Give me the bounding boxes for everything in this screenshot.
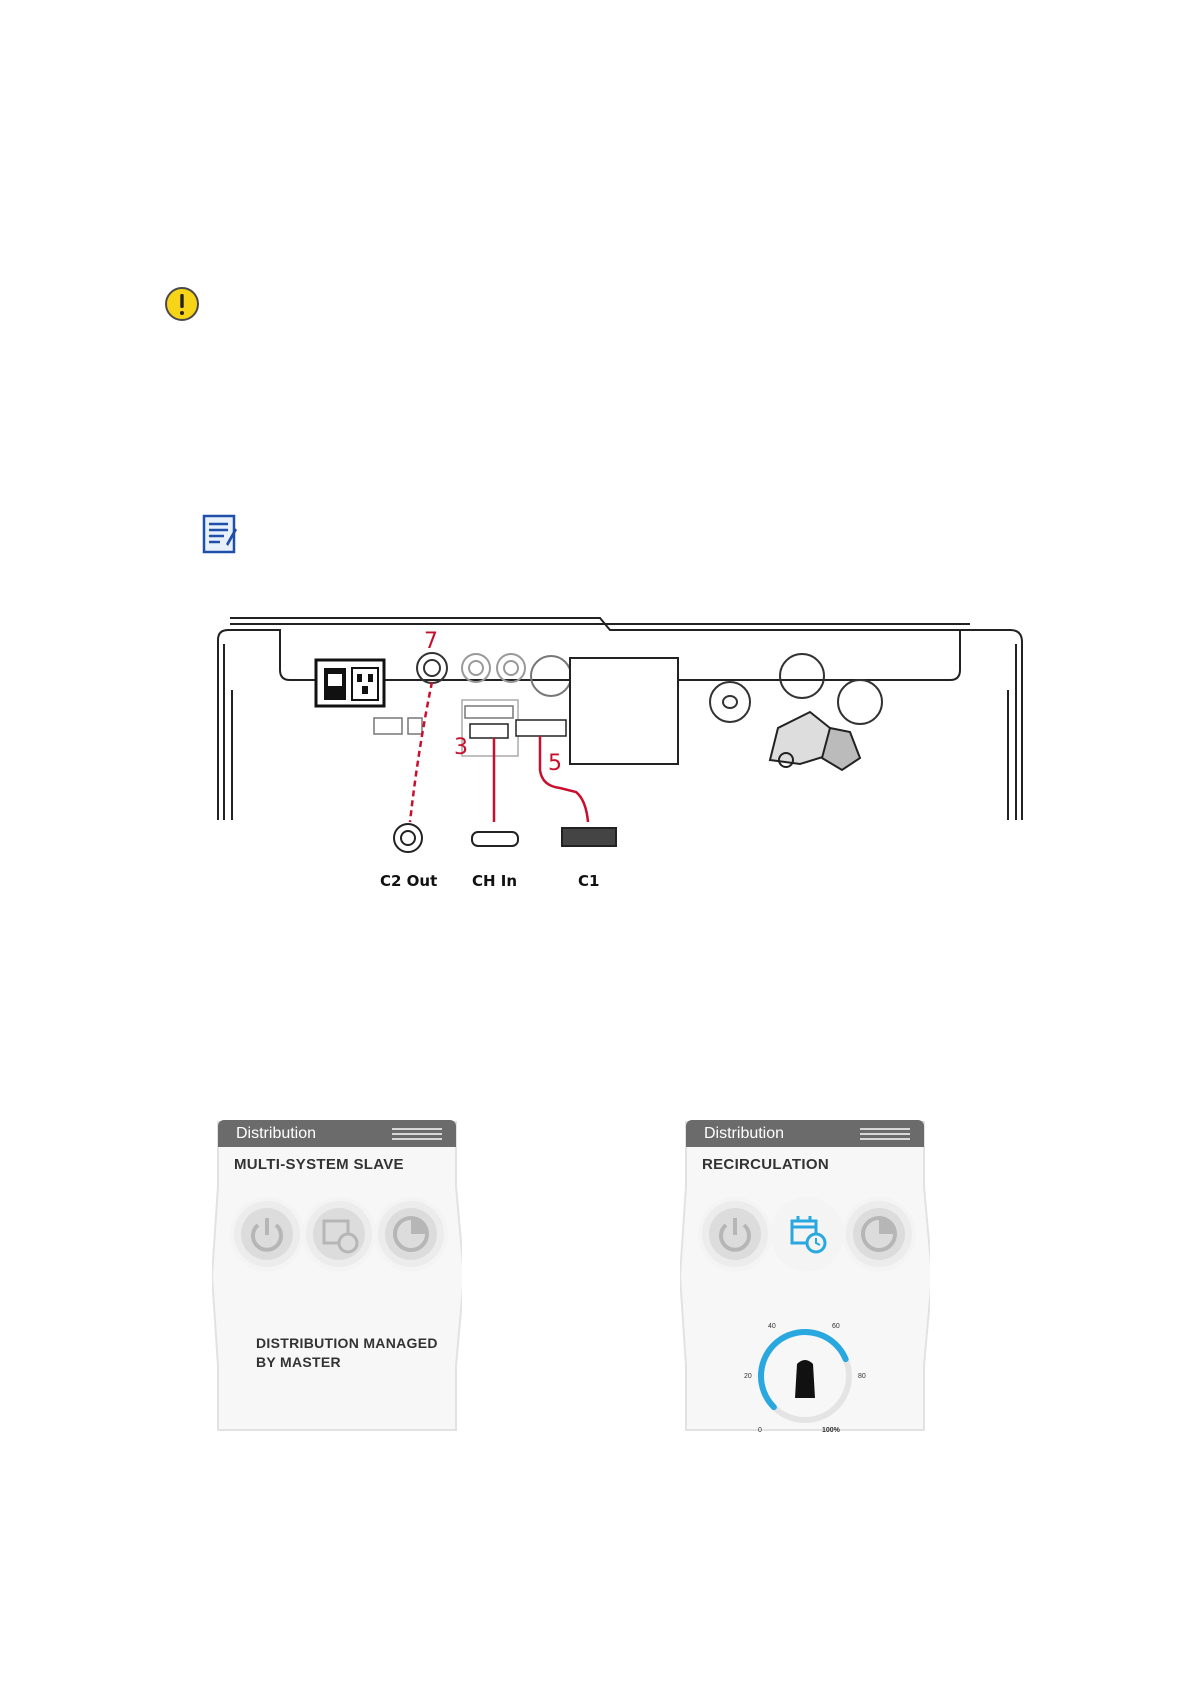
connector-diagram: 7 3 5 C2 Out CH In C1 (210, 610, 1060, 910)
timer-button[interactable] (846, 1201, 912, 1267)
label-ch-in: CH In (472, 872, 517, 890)
power-button[interactable] (234, 1201, 300, 1267)
label-c2-out: C2 Out (380, 872, 437, 890)
cable-c2-out (410, 682, 432, 822)
knob-tick-20: 20 (744, 1373, 752, 1380)
warning-icon (164, 286, 200, 322)
knob-tick-40: 40 (768, 1323, 776, 1330)
knob-handle (795, 1360, 815, 1398)
mode-buttons (702, 1201, 912, 1273)
timer-button[interactable] (378, 1201, 444, 1267)
panel-header: Distribution (218, 1120, 456, 1147)
board-connectors (374, 706, 566, 738)
callout-7: 7 (424, 629, 438, 654)
distribution-panel-slave: Distribution MULTI-SYSTEM SLAVE (212, 1116, 462, 1436)
timer-icon (846, 1201, 912, 1267)
schedule-icon (306, 1201, 372, 1267)
callout-3: 3 (454, 735, 468, 760)
managed-message: DISTRIBUTION MANAGED BY MASTER (256, 1334, 456, 1372)
panel-header: Distribution (686, 1120, 924, 1147)
menu-icon[interactable] (392, 1128, 442, 1140)
menu-icon[interactable] (860, 1128, 910, 1140)
knob-tick-100: 100% (822, 1427, 841, 1434)
schedule-button[interactable] (774, 1201, 840, 1267)
power-icon (234, 1201, 300, 1267)
mode-label: MULTI-SYSTEM SLAVE (234, 1156, 404, 1173)
schedule-icon (774, 1201, 840, 1267)
cover-plate (570, 658, 678, 764)
label-c1: C1 (578, 872, 599, 890)
power-icon (702, 1201, 768, 1267)
note-icon (202, 514, 238, 554)
mode-buttons (234, 1201, 444, 1273)
end-connectors (394, 824, 616, 852)
timer-icon (378, 1201, 444, 1267)
panel-title: Distribution (704, 1125, 784, 1143)
schedule-button[interactable] (306, 1201, 372, 1267)
managed-message-line2: BY MASTER (256, 1353, 456, 1372)
mode-label: RECIRCULATION (702, 1156, 829, 1173)
knob-tick-60: 60 (832, 1323, 840, 1330)
knob-tick-80: 80 (858, 1373, 866, 1380)
power-button[interactable] (702, 1201, 768, 1267)
power-inlet (316, 660, 384, 706)
pump-motor (770, 712, 860, 770)
panel-title: Distribution (236, 1125, 316, 1143)
knob-tick-0: 0 (758, 1427, 762, 1434)
recirculation-knob[interactable]: 0 20 40 60 80 100% (740, 1316, 870, 1436)
distribution-panel-recirculation: Distribution RECIRCULATION (680, 1116, 930, 1436)
managed-message-line1: DISTRIBUTION MANAGED (256, 1334, 456, 1353)
callout-5: 5 (548, 751, 562, 776)
